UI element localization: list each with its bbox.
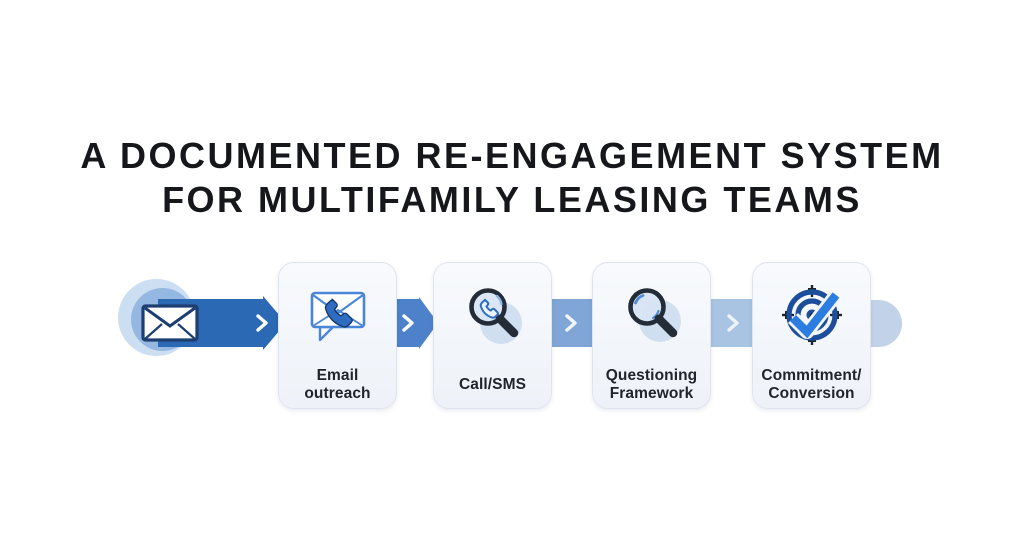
flow-band-segment-4 [706,299,752,347]
page-title: A DOCUMENTED RE-ENGAGEMENT SYSTEM FOR MU… [0,134,1024,222]
step-card-commitment-conversion: Commitment/ Conversion [752,262,871,409]
step-card-email-outreach: Email outreach [278,262,397,409]
step-label: Email outreach [304,367,371,402]
envelope-icon [140,303,200,348]
flow-band-segment-3 [546,299,592,347]
step-label: Questioning Framework [605,367,698,402]
email-envelope-phone-icon [304,267,372,363]
step-card-call-sms: Call/SMS [433,262,552,409]
magnifier-phone-icon [461,267,525,363]
step-card-questioning-framework: Questioning Framework [592,262,711,409]
chevron-right-icon [251,311,273,335]
step-label: Call/SMS [458,376,527,393]
step-label: Commitment/ Conversion [761,367,862,402]
title-line-1: A DOCUMENTED RE-ENGAGEMENT SYSTEM [80,135,944,176]
chevron-right-icon [560,311,582,335]
chevron-right-icon [397,311,419,335]
chevron-right-icon [722,311,744,335]
title-line-2: FOR MULTIFAMILY LEASING TEAMS [162,179,862,220]
target-checkmark-icon [780,267,844,363]
magnifier-icon [620,267,684,363]
